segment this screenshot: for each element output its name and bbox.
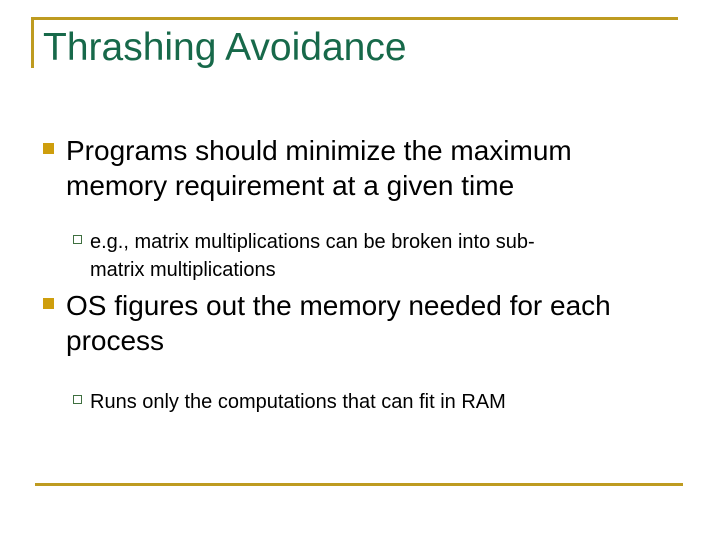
bullet-square-icon — [43, 298, 54, 309]
bullet-square-icon — [43, 143, 54, 154]
bullet-item: Programs should minimize the maximum mem… — [43, 133, 572, 203]
sub-bullet-text: Runs only the computations that can fit … — [90, 391, 506, 413]
title-accent-line — [31, 17, 34, 68]
sub-bullet-text: e.g., matrix multiplications can be brok… — [90, 231, 535, 281]
bullet-text: Programs should minimize the maximum mem… — [66, 135, 572, 201]
sub-bullet-square-icon — [73, 395, 82, 404]
sub-bullet-item: e.g., matrix multiplications can be brok… — [73, 228, 535, 284]
bullet-text: OS figures out the memory needed for eac… — [66, 290, 611, 356]
top-divider-line — [31, 17, 678, 20]
sub-bullet-item: Runs only the computations that can fit … — [73, 388, 506, 416]
sub-bullet-square-icon — [73, 235, 82, 244]
slide-title: Thrashing Avoidance — [43, 26, 407, 69]
bottom-divider-line — [35, 483, 683, 486]
bullet-item: OS figures out the memory needed for eac… — [43, 288, 611, 358]
